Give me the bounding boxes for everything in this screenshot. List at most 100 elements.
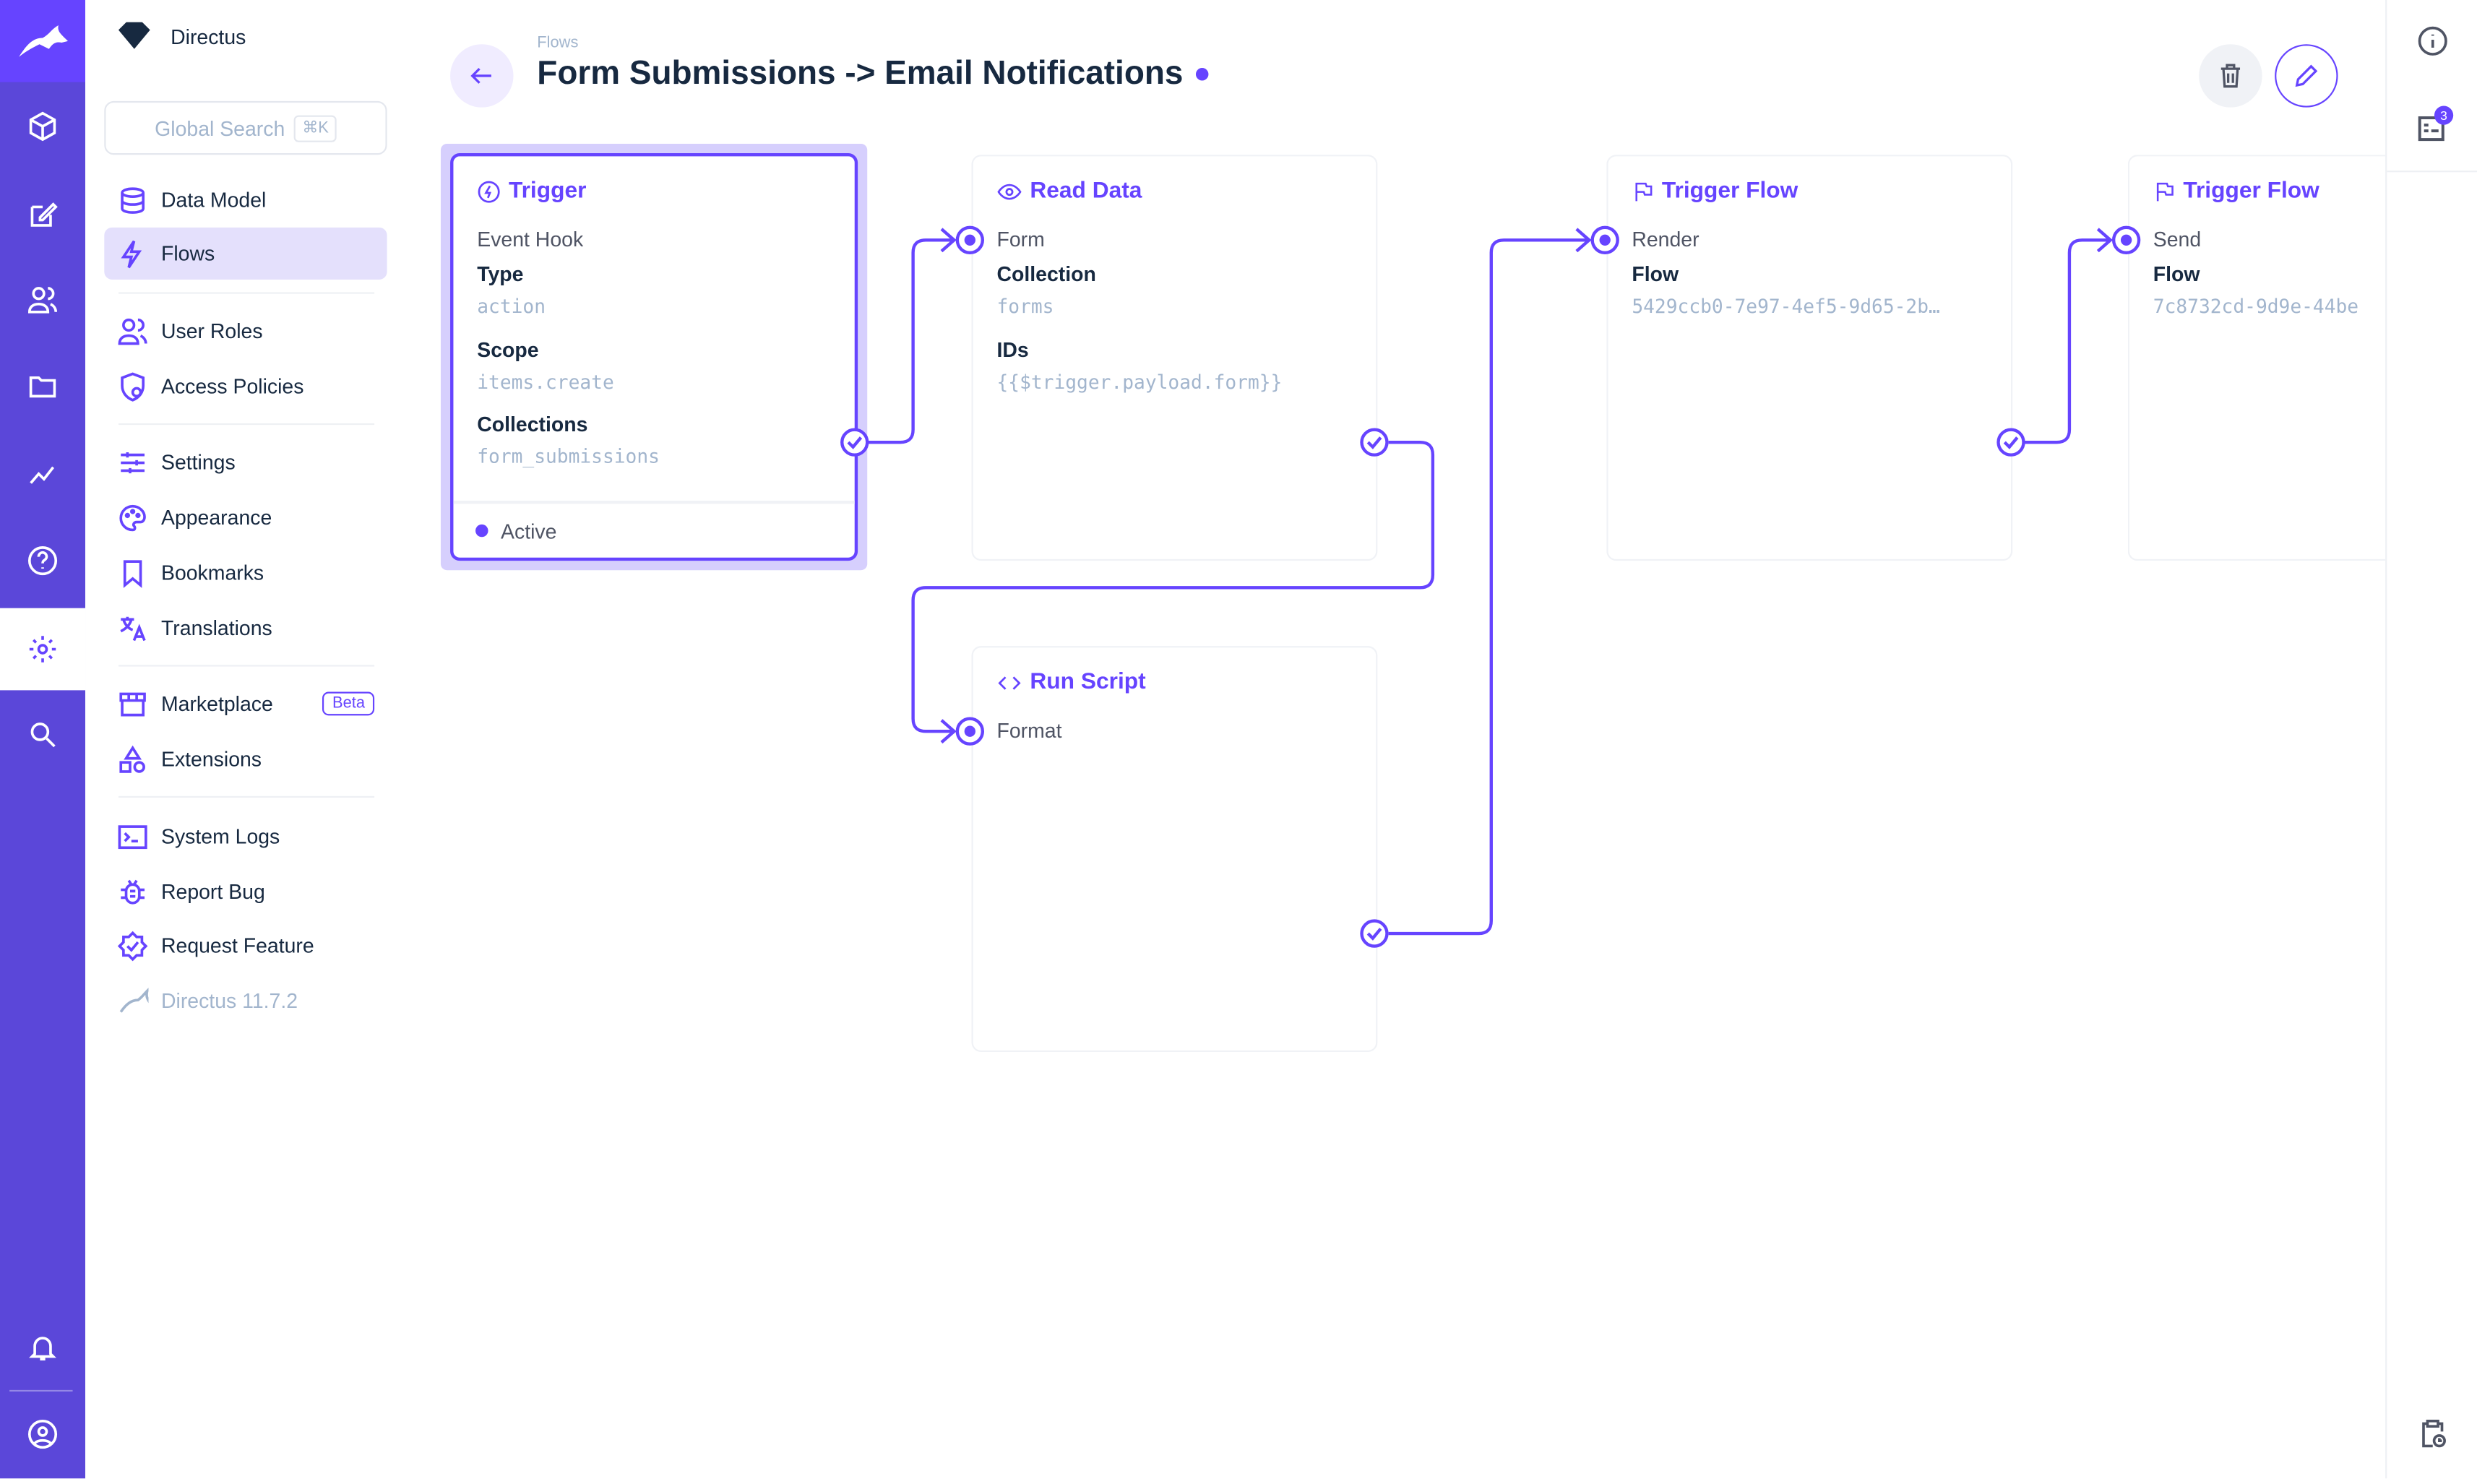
bell-icon xyxy=(29,1337,57,1361)
beta-badge: Beta xyxy=(322,691,375,716)
bookmark-icon xyxy=(123,559,142,587)
edit-module-button[interactable] xyxy=(0,173,85,256)
page-title: Form Submissions -> Email Notifications xyxy=(537,56,1209,93)
info-icon xyxy=(2417,26,2447,56)
field-label: Collections xyxy=(477,412,588,436)
account-icon xyxy=(27,1420,58,1449)
nav-item-report-bug[interactable]: Report Bug xyxy=(104,866,387,918)
field-value: 5429ccb0-7e97-4ef5-9d65-2b… xyxy=(1632,295,1940,318)
bolt-circle-icon xyxy=(478,180,500,202)
field-value: action xyxy=(477,295,546,318)
settings-module-button[interactable] xyxy=(0,608,86,691)
extension-icon xyxy=(119,744,145,772)
logs-button[interactable]: 3 xyxy=(2387,85,2477,173)
nav-item-directus-11-7-2[interactable]: Directus 11.7.2 xyxy=(104,975,387,1027)
info-button[interactable] xyxy=(2387,0,2477,82)
nav-item-settings[interactable]: Settings xyxy=(104,436,387,488)
back-button[interactable] xyxy=(450,44,514,108)
field-value: items.create xyxy=(477,371,614,394)
node-title: Trigger Flow xyxy=(1661,178,1798,204)
field-label: Flow xyxy=(1632,262,1679,286)
nav-item-appearance[interactable]: Appearance xyxy=(104,491,387,543)
nav-item-request-feature[interactable]: Request Feature xyxy=(104,919,387,971)
project-info[interactable]: Directus xyxy=(117,22,246,51)
connection-trigger-read xyxy=(867,228,957,444)
nav-item-bookmarks[interactable]: Bookmarks xyxy=(104,546,387,598)
files-module-button[interactable] xyxy=(0,346,85,428)
nav-item-flows[interactable]: Flows xyxy=(104,227,387,280)
nav-item-label: Appearance xyxy=(160,505,272,530)
node-status: Active xyxy=(453,501,855,558)
node-name: Send xyxy=(2153,227,2202,251)
trigger-flow-node[interactable]: Trigger Flow Send Flow 7c8732cd-9d9e-44b… xyxy=(2127,155,2386,561)
trigger-node-selection: Trigger Event Hook Type action Scope ite… xyxy=(440,143,868,571)
status-text: Active xyxy=(501,519,557,543)
global-search-input[interactable]: Global Search ⌘K xyxy=(104,100,387,155)
field-label: Flow xyxy=(2153,262,2200,286)
field-value: form_submissions xyxy=(477,445,660,468)
policy-icon xyxy=(121,371,145,401)
node-title: Trigger xyxy=(508,178,587,204)
nav-item-translations[interactable]: Translations xyxy=(104,602,387,654)
nav-item-label: Settings xyxy=(160,450,236,474)
connection-script-flow1 xyxy=(1388,228,1592,936)
eye-icon xyxy=(997,183,1022,199)
nav-item-label: Translations xyxy=(160,616,272,640)
nav-item-label: System Logs xyxy=(160,824,280,848)
nav-item-label: Extensions xyxy=(160,747,262,771)
logs-icon xyxy=(2417,116,2444,142)
nav-item-extensions[interactable]: Extensions xyxy=(104,733,387,785)
edit-flow-button[interactable] xyxy=(2275,44,2338,108)
nav-item-system-logs[interactable]: System Logs xyxy=(104,811,387,863)
nav-divider xyxy=(118,292,375,294)
node-name: Form xyxy=(996,227,1045,251)
delete-button[interactable] xyxy=(2199,44,2262,108)
node-title: Run Script xyxy=(1030,669,1146,695)
bug-icon xyxy=(121,879,145,904)
search-module-button[interactable] xyxy=(0,694,85,776)
clipboard-button[interactable] xyxy=(2387,1397,2477,1472)
directus-logo[interactable] xyxy=(0,0,86,82)
node-name: Event Hook xyxy=(477,227,584,251)
connection-flow1-flow2 xyxy=(2023,228,2114,444)
right-sidebar: 3 xyxy=(2385,0,2477,1479)
nav-item-marketplace[interactable]: Marketplace Beta xyxy=(104,678,387,730)
edit-icon xyxy=(30,202,58,227)
nav-item-label: Bookmarks xyxy=(160,561,264,584)
users-module-button[interactable] xyxy=(0,259,85,342)
field-label: Type xyxy=(477,262,524,286)
search-placeholder: Global Search xyxy=(155,116,285,140)
user-menu-button[interactable] xyxy=(0,1393,85,1475)
insights-module-button[interactable] xyxy=(0,433,85,515)
rail-divider xyxy=(9,1389,73,1392)
breadcrumb[interactable]: Flows xyxy=(537,35,579,53)
module-rail xyxy=(0,0,86,1479)
content-module-button[interactable] xyxy=(0,85,85,168)
arrow-left-icon xyxy=(470,67,491,84)
nav-divider xyxy=(118,665,375,667)
nav-item-label: Data Model xyxy=(160,188,267,212)
nav-item-label: Marketplace xyxy=(160,691,273,716)
rabbit-icon xyxy=(19,25,69,57)
nav-item-access-policies[interactable]: Access Policies xyxy=(104,360,387,412)
help-icon xyxy=(27,546,58,576)
run-script-node[interactable]: Run Script Format xyxy=(971,646,1378,1053)
trigger-flow-node[interactable]: Trigger Flow Render Flow 5429ccb0-7e97-4… xyxy=(1606,155,2013,561)
read-data-node[interactable]: Read Data Form Collection forms IDs {{$t… xyxy=(971,155,1378,561)
nav-item-label: Access Policies xyxy=(160,374,304,398)
notifications-button[interactable] xyxy=(0,1306,85,1389)
nav-item-user-roles[interactable]: User Roles xyxy=(104,305,387,357)
users-icon xyxy=(118,317,147,345)
search-shortcut: ⌘K xyxy=(294,114,337,142)
logs-badge: 3 xyxy=(2434,105,2454,125)
pencil-icon xyxy=(2295,64,2318,87)
trigger-node[interactable]: Trigger Event Hook Type action Scope ite… xyxy=(450,153,858,561)
help-module-button[interactable] xyxy=(0,519,85,602)
flag-icon xyxy=(2156,181,2174,201)
node-title: Trigger Flow xyxy=(2183,178,2319,204)
nav-item-label: Flows xyxy=(160,241,215,266)
insights-icon xyxy=(30,466,55,484)
translate-icon xyxy=(120,616,146,641)
nav-item-data-model[interactable]: Data Model xyxy=(104,173,387,225)
node-title: Read Data xyxy=(1030,178,1142,204)
